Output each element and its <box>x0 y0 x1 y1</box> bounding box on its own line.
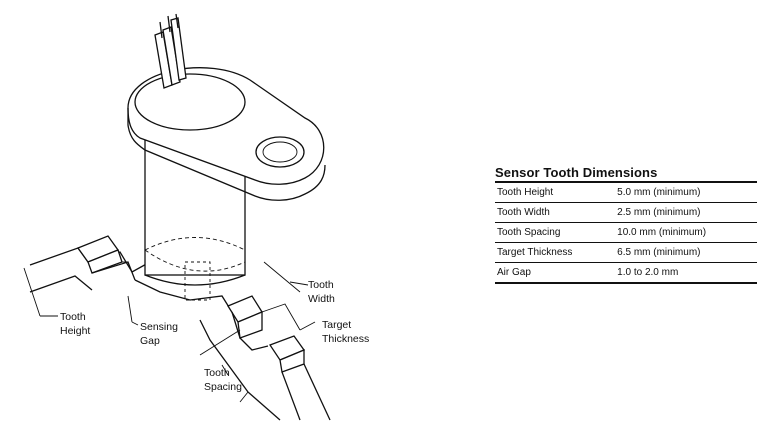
table-row: Air Gap 1.0 to 2.0 mm <box>495 262 757 284</box>
target-wheel <box>29 235 331 421</box>
label-tooth-width: Tooth Width <box>308 279 335 305</box>
svg-text:Tooth: Tooth <box>308 279 334 291</box>
sensor-diagram: Tooth Height Sensing Gap Tooth Spacing T… <box>23 13 369 421</box>
dimension-lines <box>23 261 316 403</box>
row-value: 5.0 mm (minimum) <box>617 183 757 203</box>
label-tooth-spacing: Tooth Spacing <box>204 367 242 393</box>
lead-wires <box>154 13 187 89</box>
table-row: Tooth Height 5.0 mm (minimum) <box>495 183 757 203</box>
svg-text:Spacing: Spacing <box>204 381 242 393</box>
svg-text:Width: Width <box>308 293 335 305</box>
table-row: Tooth Spacing 10.0 mm (minimum) <box>495 222 757 243</box>
table-row: Tooth Width 2.5 mm (minimum) <box>495 202 757 223</box>
row-name: Air Gap <box>495 262 618 284</box>
row-value: 1.0 to 2.0 mm <box>617 262 757 284</box>
dimensions-table: Tooth Height 5.0 mm (minimum) Tooth Widt… <box>495 183 757 284</box>
table-title: Sensor Tooth Dimensions <box>495 165 757 183</box>
svg-text:Tooth: Tooth <box>204 367 230 379</box>
svg-text:Thickness: Thickness <box>322 333 369 345</box>
row-value: 10.0 mm (minimum) <box>617 222 757 243</box>
mounting-flange <box>127 67 326 201</box>
row-value: 6.5 mm (minimum) <box>617 242 757 263</box>
dimensions-table-panel: Sensor Tooth Dimensions Tooth Height 5.0… <box>495 165 757 284</box>
label-tooth-height: Tooth Height <box>60 311 90 337</box>
svg-text:Target: Target <box>322 319 351 331</box>
row-name: Tooth Width <box>495 202 618 223</box>
row-value: 2.5 mm (minimum) <box>617 202 757 223</box>
svg-text:Height: Height <box>60 325 90 337</box>
row-name: Tooth Height <box>495 183 618 203</box>
row-name: Tooth Spacing <box>495 222 618 243</box>
svg-text:Tooth: Tooth <box>60 311 86 323</box>
svg-text:Sensing: Sensing <box>140 321 178 333</box>
label-sensing-gap: Sensing Gap <box>140 321 178 347</box>
label-target-thickness: Target Thickness <box>322 319 369 345</box>
table-row: Target Thickness 6.5 mm (minimum) <box>495 242 757 263</box>
svg-text:Gap: Gap <box>140 335 160 347</box>
row-name: Target Thickness <box>495 242 618 263</box>
